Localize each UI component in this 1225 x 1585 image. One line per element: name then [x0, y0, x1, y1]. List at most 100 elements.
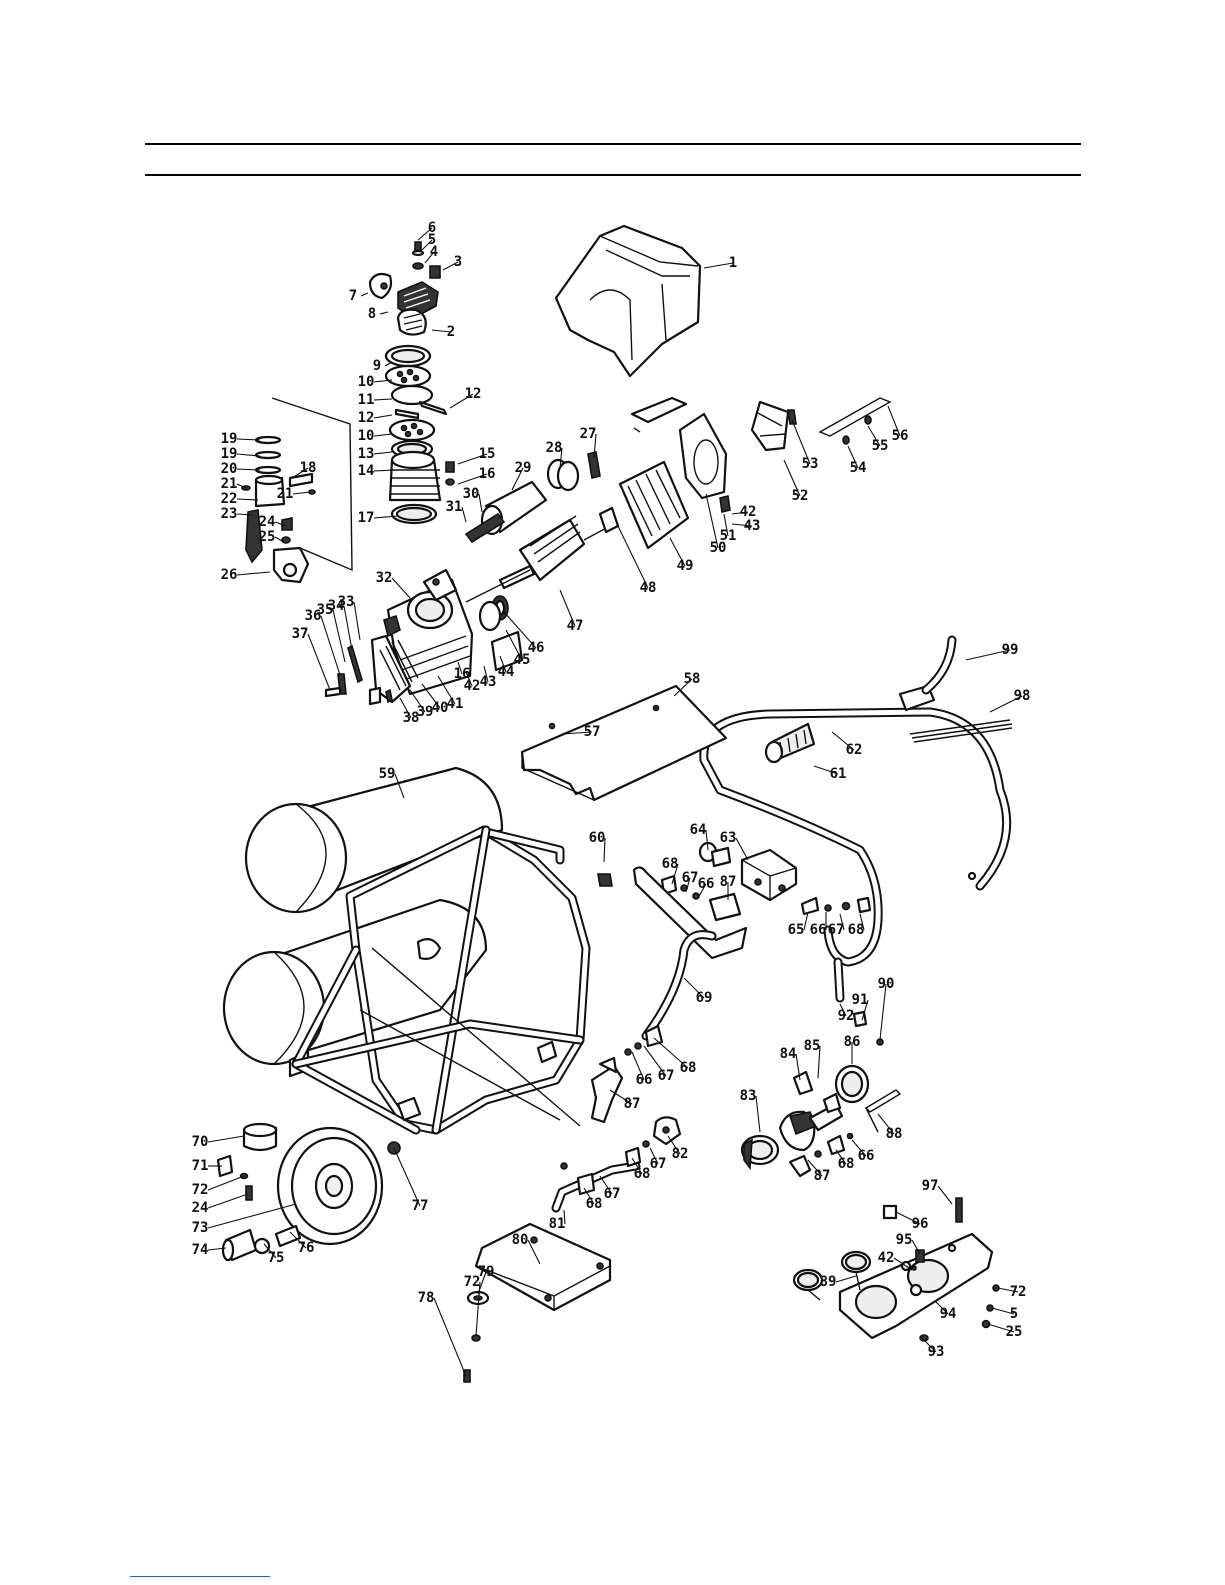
leader-line — [755, 1095, 761, 1133]
part-callout: 46 — [528, 640, 545, 656]
part-callout: 79 — [478, 1264, 495, 1280]
part-callout: 12 — [465, 386, 482, 402]
part-callout: 72 — [192, 1182, 209, 1198]
part-callout: 57 — [584, 724, 601, 740]
footer-link-underline — [130, 1576, 270, 1577]
leader-line — [911, 1239, 921, 1255]
part-callout: 16 — [454, 666, 471, 682]
part-callout: 36 — [305, 608, 322, 624]
part-callout: 96 — [912, 1216, 929, 1232]
part-callout: 66 — [636, 1072, 653, 1088]
leader-line — [289, 1231, 307, 1249]
part-callout: 31 — [446, 499, 463, 515]
leader-line — [274, 521, 287, 527]
leader-line — [987, 1323, 1015, 1333]
leader-line — [835, 1275, 857, 1283]
leader-line — [457, 453, 488, 465]
part-callout: 30 — [463, 486, 480, 502]
part-callout: 68 — [680, 1060, 697, 1076]
pressure-switch-assembly — [590, 841, 884, 1124]
leader-line — [839, 913, 845, 931]
leader-line — [373, 379, 393, 383]
part-callout: 56 — [892, 428, 909, 444]
part-callout: 91 — [852, 992, 869, 1008]
fan-assembly — [750, 397, 892, 452]
part-callout: 60 — [589, 830, 606, 846]
leader-line — [437, 675, 456, 705]
cylinder-head-assembly — [368, 241, 455, 525]
part-callout: 51 — [720, 528, 737, 544]
part-callout: 97 — [922, 1178, 939, 1194]
part-callout: 38 — [403, 710, 420, 726]
part-callout: 47 — [567, 618, 584, 634]
part-callout: 37 — [292, 626, 309, 642]
leader-line — [791, 419, 811, 465]
leader-line — [384, 361, 393, 367]
part-callout: 11 — [358, 392, 375, 408]
part-callout: 2 — [447, 324, 455, 340]
leader-line — [373, 451, 393, 455]
leader-line — [851, 1139, 867, 1157]
leader-line — [343, 605, 353, 651]
part-callout: 24 — [259, 514, 276, 530]
part-callout: 87 — [624, 1096, 641, 1112]
leader-line — [703, 262, 734, 269]
leader-line — [867, 425, 881, 447]
part-callout: 48 — [640, 580, 657, 596]
leader-line — [731, 523, 753, 527]
leader-line — [373, 515, 399, 519]
part-callout: 23 — [221, 506, 238, 522]
wheel-assembly — [216, 1122, 401, 1262]
leader-line — [723, 513, 729, 537]
leader-line — [795, 1053, 801, 1081]
leader-line — [503, 611, 537, 649]
part-callout: 65 — [788, 922, 805, 938]
leader-line — [457, 661, 463, 675]
part-callout: 87 — [720, 874, 737, 890]
leader-line — [599, 1175, 613, 1195]
leader-line — [561, 731, 593, 735]
leader-line — [839, 1003, 847, 1017]
leader-line — [671, 863, 679, 885]
cover-plate — [520, 684, 728, 802]
cord-assembly — [898, 635, 1013, 743]
part-callout: 5 — [1010, 1306, 1018, 1322]
leader-line — [207, 1247, 227, 1251]
leader-line — [431, 329, 452, 333]
leader-line — [483, 665, 489, 683]
leader-line — [685, 877, 691, 893]
part-callout: 25 — [259, 529, 276, 545]
leader-line — [559, 589, 576, 627]
part-callout: 25 — [1006, 1324, 1023, 1340]
part-callout: 69 — [696, 990, 713, 1006]
part-callout: 29 — [515, 460, 532, 476]
leader-line — [465, 671, 473, 687]
part-callout: 55 — [872, 438, 889, 454]
part-callout: 66 — [858, 1148, 875, 1164]
part-callout: 67 — [604, 1186, 621, 1202]
part-callout: 85 — [804, 1038, 821, 1054]
leader-line — [527, 1239, 541, 1265]
leader-line — [236, 453, 261, 457]
part-callout: 6 — [428, 220, 436, 236]
leader-line — [935, 1301, 949, 1315]
part-callout: 72 — [1010, 1284, 1027, 1300]
part-callout: 8 — [368, 306, 376, 322]
leader-line — [409, 689, 426, 713]
part-callout: 72 — [464, 1274, 481, 1290]
leader-line — [373, 414, 393, 419]
leader-line — [859, 913, 865, 931]
part-callout: 64 — [690, 822, 707, 838]
leader-line — [417, 227, 433, 241]
leader-line — [991, 1307, 1015, 1315]
part-callout: 7 — [349, 288, 357, 304]
part-callout: 53 — [802, 456, 819, 472]
part-callout: 82 — [672, 1146, 689, 1162]
leader-line — [207, 1193, 249, 1209]
part-callout: 66 — [698, 876, 715, 892]
leader-line — [817, 1045, 821, 1079]
part-callout: 45 — [514, 652, 531, 668]
part-callout: 92 — [838, 1008, 855, 1024]
leader-line — [373, 469, 395, 472]
part-callout: 50 — [710, 540, 727, 556]
